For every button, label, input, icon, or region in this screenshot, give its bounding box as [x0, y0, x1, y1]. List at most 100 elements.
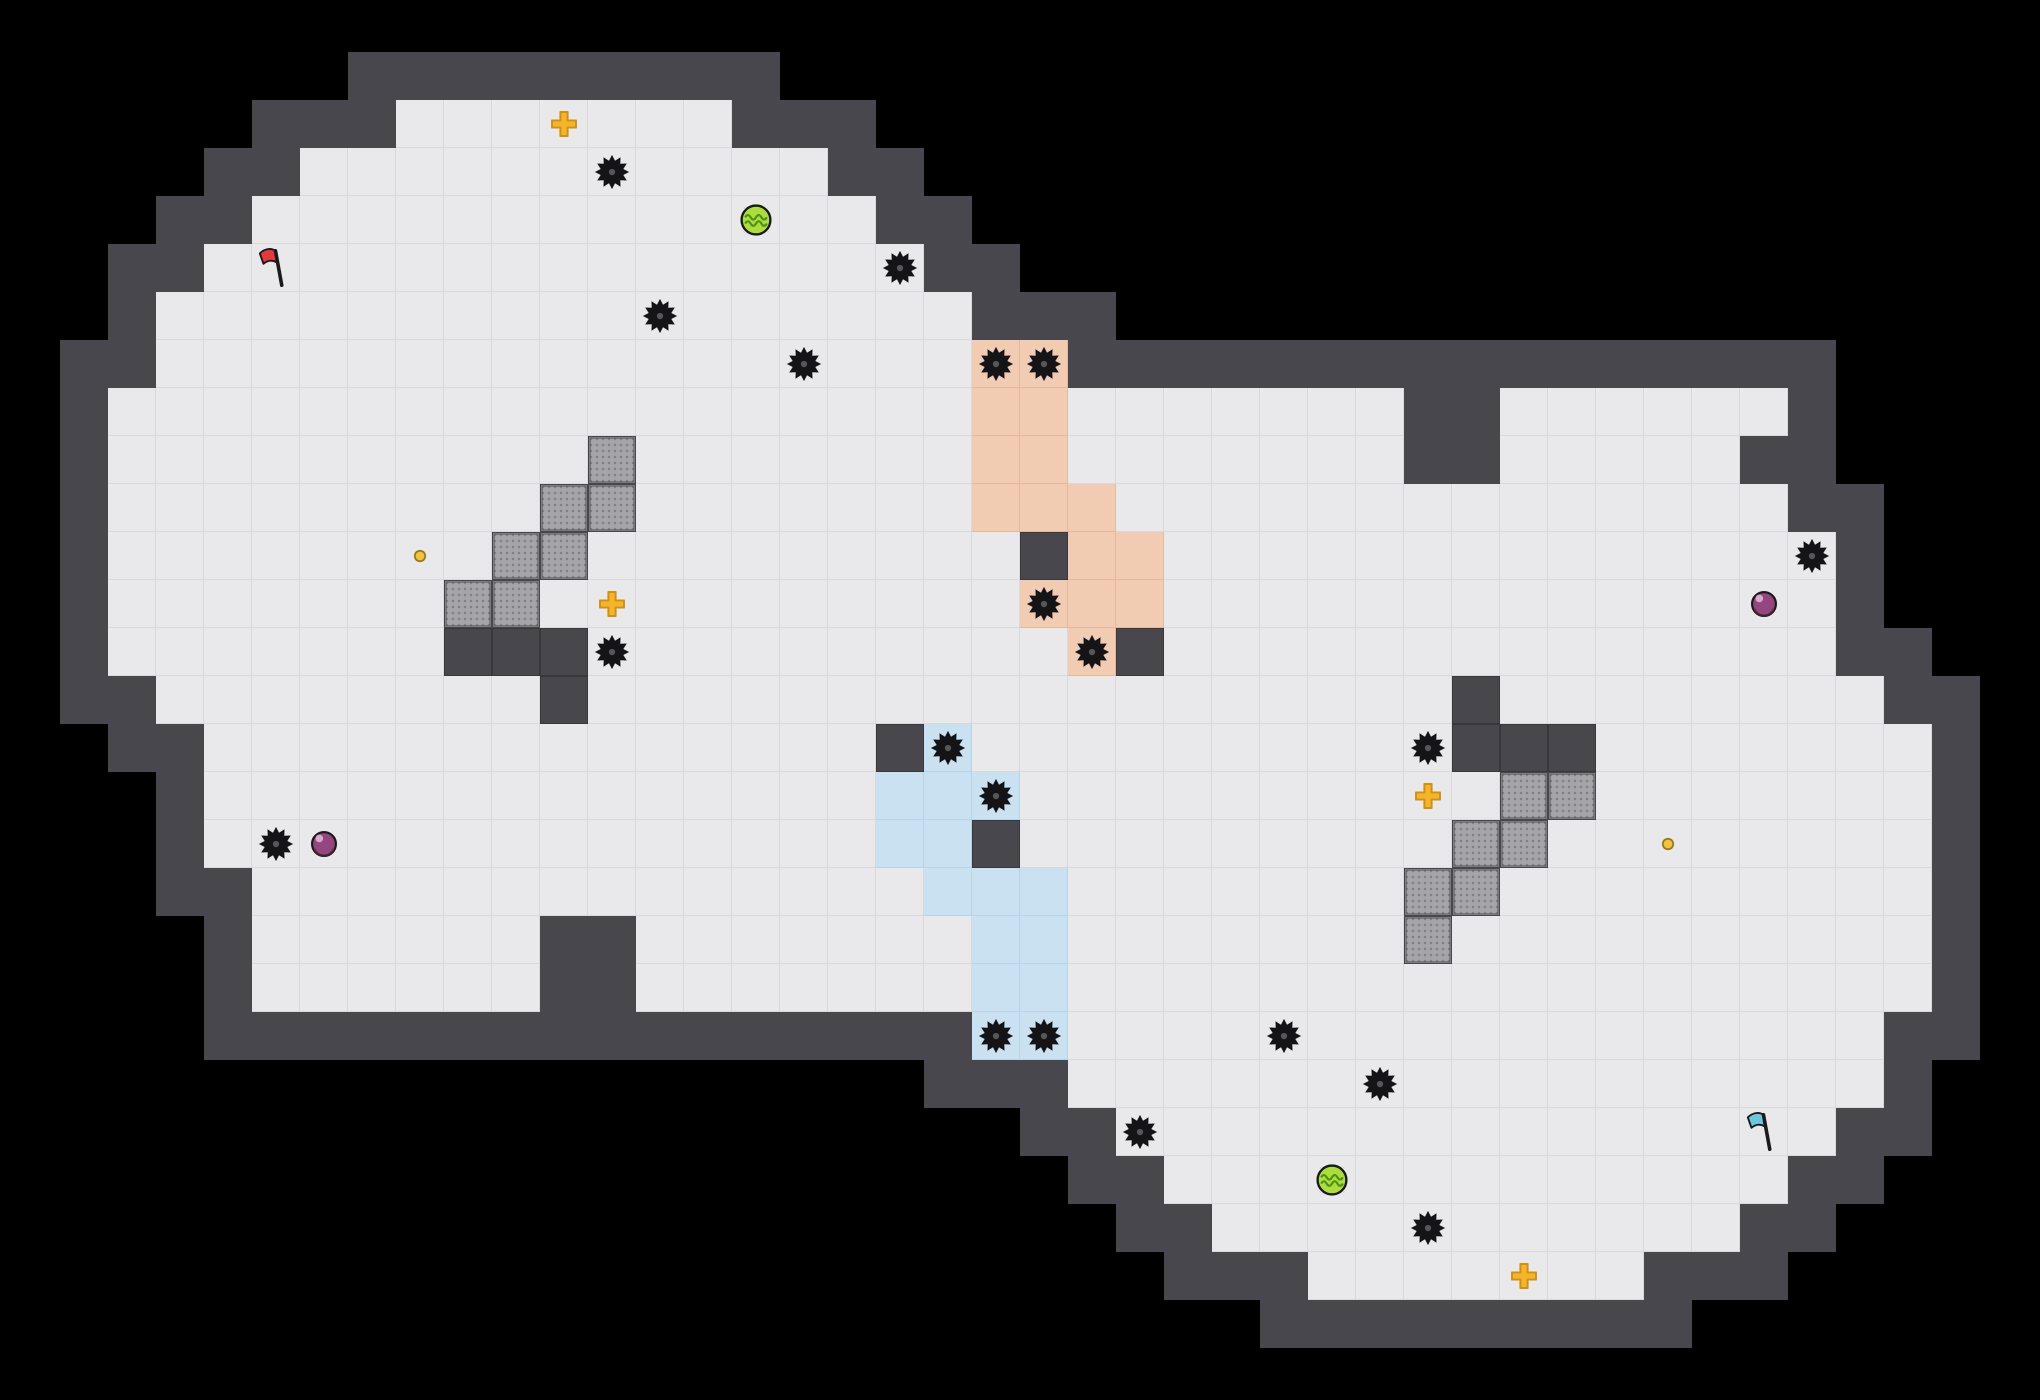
- tile-floor: [1260, 1060, 1308, 1108]
- tile-floor: [1116, 916, 1164, 964]
- tile-floor: [1692, 1204, 1740, 1252]
- tile-floor: [1212, 964, 1260, 1012]
- tile-floor: [252, 868, 300, 916]
- tile-floor: [1356, 1108, 1404, 1156]
- tile-floor: [348, 916, 396, 964]
- tile-floor: [348, 148, 396, 196]
- tile-wall: [1596, 340, 1644, 388]
- tile-floor: [1500, 1156, 1548, 1204]
- tile-floor: [156, 292, 204, 340]
- tile-team-red: [1020, 484, 1068, 532]
- tile-wall: [1644, 1300, 1692, 1348]
- tile-team-blue: [972, 868, 1020, 916]
- tile-floor: [924, 964, 972, 1012]
- tile-floor: [684, 964, 732, 1012]
- tile-floor: [1356, 628, 1404, 676]
- tile-wall: [588, 916, 636, 964]
- tile-wall: [540, 52, 588, 100]
- tile-wall: [252, 1012, 300, 1060]
- tile-floor: [300, 244, 348, 292]
- tile-floor: [252, 820, 300, 868]
- tile-wall: [1068, 1108, 1116, 1156]
- tile-floor: [1500, 1252, 1548, 1300]
- tile-floor: [780, 964, 828, 1012]
- tile-floor: [204, 676, 252, 724]
- tile-floor: [540, 100, 588, 148]
- tile-floor: [396, 916, 444, 964]
- tile-floor: [780, 244, 828, 292]
- tile-floor: [492, 340, 540, 388]
- tile-floor: [780, 820, 828, 868]
- tile-floor: [396, 628, 444, 676]
- tile-floor: [1596, 628, 1644, 676]
- tile-floor: [396, 484, 444, 532]
- tile-floor: [636, 964, 684, 1012]
- tile-wall: [1116, 340, 1164, 388]
- tile-wall-block: [972, 820, 1020, 868]
- tile-floor: [924, 292, 972, 340]
- tile-wall: [540, 964, 588, 1012]
- tile-wall: [60, 676, 108, 724]
- tile-floor: [156, 388, 204, 436]
- tile-floor: [1596, 532, 1644, 580]
- tile-wall: [876, 148, 924, 196]
- tile-floor: [684, 244, 732, 292]
- tile-floor: [876, 436, 924, 484]
- tile-floor: [684, 580, 732, 628]
- tile-floor: [972, 724, 1020, 772]
- tile-floor: [108, 628, 156, 676]
- tile-floor: [780, 388, 828, 436]
- tile-floor: [396, 388, 444, 436]
- tile-floor: [348, 436, 396, 484]
- tile-floor: [1596, 676, 1644, 724]
- tile-floor: [1212, 628, 1260, 676]
- tile-team-blue: [924, 820, 972, 868]
- tile-floor: [828, 628, 876, 676]
- tile-floor: [1356, 436, 1404, 484]
- tile-floor: [1260, 1012, 1308, 1060]
- tile-floor: [828, 388, 876, 436]
- tile-wall: [156, 724, 204, 772]
- tile-wall: [204, 196, 252, 244]
- tile-floor: [1644, 388, 1692, 436]
- tile-floor: [1260, 388, 1308, 436]
- tile-floor: [252, 292, 300, 340]
- tile-floor: [1068, 820, 1116, 868]
- tile-gate: [444, 580, 492, 628]
- tile-floor: [1068, 1060, 1116, 1108]
- tile-floor: [1212, 724, 1260, 772]
- tile-floor: [1212, 580, 1260, 628]
- tile-wall: [1692, 340, 1740, 388]
- tile-wall: [60, 628, 108, 676]
- tile-floor: [1116, 1012, 1164, 1060]
- tile-gate: [1500, 772, 1548, 820]
- tile-floor: [1452, 1204, 1500, 1252]
- tile-floor: [684, 100, 732, 148]
- tile-wall: [732, 1012, 780, 1060]
- tile-floor: [492, 388, 540, 436]
- tile-floor: [1500, 484, 1548, 532]
- tile-floor: [1404, 580, 1452, 628]
- tile-floor: [1308, 964, 1356, 1012]
- tile-floor: [588, 292, 636, 340]
- tile-wall: [60, 484, 108, 532]
- tile-wall: [1212, 1252, 1260, 1300]
- tile-floor: [1356, 1060, 1404, 1108]
- tile-floor: [444, 196, 492, 244]
- tile-floor: [876, 580, 924, 628]
- tile-floor: [636, 292, 684, 340]
- tile-floor: [540, 580, 588, 628]
- tile-floor: [156, 532, 204, 580]
- tile-floor: [732, 772, 780, 820]
- tile-floor: [1788, 1108, 1836, 1156]
- tile-team-blue: [1020, 916, 1068, 964]
- tile-floor: [780, 676, 828, 724]
- tile-floor: [1308, 1108, 1356, 1156]
- tile-floor: [252, 964, 300, 1012]
- tile-wall: [348, 52, 396, 100]
- tile-floor: [1356, 388, 1404, 436]
- tile-floor: [396, 292, 444, 340]
- tile-wall: [1164, 1252, 1212, 1300]
- map-canvas[interactable]: [12, 4, 2028, 1396]
- tile-floor: [636, 340, 684, 388]
